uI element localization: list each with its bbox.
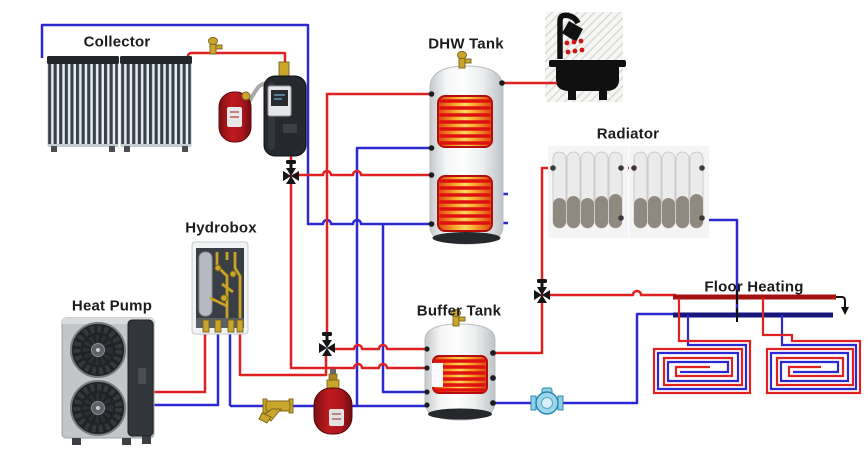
radiator-unit (628, 145, 710, 239)
solar-collector-panel (119, 55, 193, 153)
floor-heating-label: Floor Heating (704, 278, 804, 296)
collector-label: Collector (83, 33, 151, 51)
heat-pump-unit (61, 317, 155, 445)
bathtub-icon (556, 67, 619, 91)
buffer-tank (424, 309, 496, 421)
heating-coil (432, 355, 488, 394)
three-way-valve-icon (534, 279, 550, 303)
dhw-tank-label: DHW Tank (428, 35, 504, 53)
air-vent-icon (457, 51, 472, 69)
heat-pump-label: Heat Pump (71, 297, 153, 315)
expansion-vessel (313, 369, 353, 435)
solar-pump-station (263, 61, 307, 157)
three-way-valve-icon (319, 332, 335, 356)
circulation-pump-icon (530, 387, 564, 415)
fan-icon (71, 323, 125, 377)
radiator-label: Radiator (596, 125, 660, 143)
floor-heating-manifold (673, 290, 849, 322)
air-vent-icon (208, 37, 223, 55)
floor-heating-loop (761, 298, 862, 395)
hot-pipes (148, 51, 676, 394)
y-strainer-icon (258, 398, 294, 424)
radiator-unit (547, 145, 629, 239)
heating-coil (437, 175, 493, 232)
cold-pipes (40, 23, 739, 408)
solar-collector-panel (46, 55, 120, 153)
water-spray-dots (564, 38, 585, 55)
shower-head-icon (562, 21, 583, 42)
solar-collector (46, 55, 193, 153)
hydrobox-unit (191, 241, 249, 335)
heating-coil (437, 95, 493, 148)
flow-arrow-icon (836, 296, 849, 315)
three-way-valve-icon (283, 160, 299, 184)
hydrobox-label: Hydrobox (185, 219, 257, 237)
tank-ports (428, 80, 505, 227)
solar-expansion-vessel (218, 91, 252, 143)
tank-ports (424, 346, 496, 408)
floor-heating-loop (652, 298, 752, 395)
fan-icon (71, 381, 125, 435)
shower-bath-icon (545, 12, 626, 102)
dhw-tank (428, 51, 505, 245)
buffer-tank-label: Buffer Tank (416, 302, 502, 320)
